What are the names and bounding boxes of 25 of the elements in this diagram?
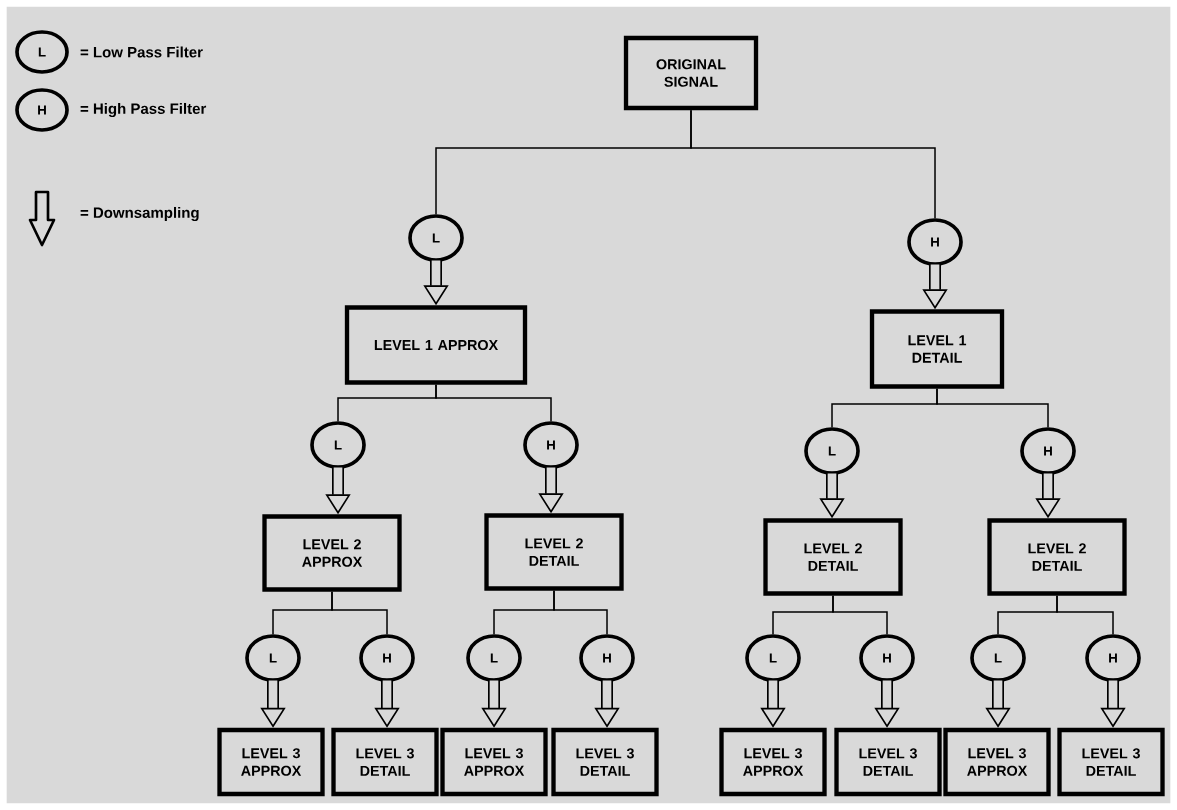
signal-box: LEVEL 3 APPROX xyxy=(943,727,1051,797)
legend-label: = Downsampling xyxy=(80,206,199,222)
legend-label: = High Pass Filter xyxy=(80,102,207,118)
legend-label: = Low Pass Filter xyxy=(80,46,203,58)
signal-box: LEVEL 2 DETAIL xyxy=(484,513,624,591)
branch-line xyxy=(435,383,552,422)
signal-box: LEVEL 3 DETAIL xyxy=(834,727,942,797)
branch-line xyxy=(331,590,388,635)
branch-line xyxy=(553,589,608,635)
signal-box: LEVEL 1 APPROX xyxy=(344,305,528,385)
branch-line xyxy=(936,387,1049,428)
signal-box: LEVEL 2 APPROX xyxy=(262,514,402,592)
signal-box: LEVEL 3 DETAIL xyxy=(331,727,439,797)
signal-box: ORIGINAL SIGNAL xyxy=(623,35,759,111)
branch-line xyxy=(690,109,936,219)
signal-box: LEVEL 3 APPROX xyxy=(440,727,548,797)
signal-box: LEVEL 2 DETAIL xyxy=(763,518,903,596)
signal-box: LEVEL 3 APPROX xyxy=(217,727,325,797)
branch-line xyxy=(1056,594,1114,635)
signal-box: LEVEL 3 DETAIL xyxy=(551,727,659,797)
signal-box: LEVEL 2 DETAIL xyxy=(987,518,1127,596)
signal-box: LEVEL 3 DETAIL xyxy=(1057,727,1165,797)
signal-box: LEVEL 1 DETAIL xyxy=(869,309,1005,389)
branch-line xyxy=(832,594,888,635)
signal-box: LEVEL 3 APPROX xyxy=(719,727,827,797)
